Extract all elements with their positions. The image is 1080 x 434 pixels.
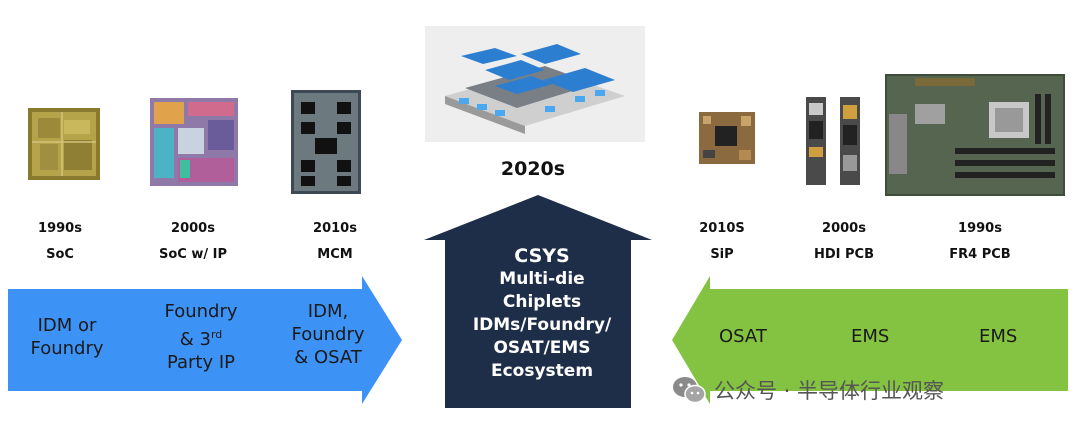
center-arrow-text: CSYS Multi-die Chiplets IDMs/Foundry/ OS… <box>447 245 637 383</box>
center-year: 2020s <box>500 158 566 180</box>
item-line: & 3rd <box>146 323 256 351</box>
center-arrow <box>424 195 652 408</box>
item-line-text: & 3 <box>179 329 211 350</box>
item-sup: rd <box>210 328 223 341</box>
item-line: Foundry <box>164 301 238 322</box>
item-line: Foundry <box>30 338 104 359</box>
era-year: 2000s <box>822 221 866 236</box>
mcm-package-image <box>291 90 361 194</box>
era-2000s-hdi-pcb: 2000s HDI PCB <box>779 216 909 268</box>
center-line: Multi-die <box>499 269 585 289</box>
era-label: SoC w/ IP <box>158 247 227 262</box>
right-arrow-item-osat: OSAT <box>719 326 767 347</box>
item-line: Foundry <box>291 324 365 345</box>
soc-die-image <box>28 108 100 180</box>
era-year: 2010s <box>313 221 357 236</box>
era-1990s-soc: 1990s SoC <box>0 216 125 268</box>
soc-ip-die-image <box>150 98 238 186</box>
era-2010s-mcm: 2010s MCM <box>270 216 400 268</box>
item-line: IDM, <box>307 301 349 322</box>
item-line: & OSAT <box>294 347 362 368</box>
item-line: IDM or <box>37 315 97 336</box>
era-label: FR4 PCB <box>949 247 1011 262</box>
era-label: SoC <box>46 247 74 262</box>
right-arrow-item-ems-2: EMS <box>979 326 1018 347</box>
wechat-icon <box>673 377 706 404</box>
center-line: IDMs/Foundry/ <box>472 315 612 335</box>
chiplet-3d-image <box>425 26 645 142</box>
hdi-pcb-image <box>806 97 860 185</box>
left-arrow-item-foundry-3rd-party: Foundry & 3rd Party IP <box>146 300 256 374</box>
era-year: 1990s <box>38 221 82 236</box>
era-2000s-soc-ip: 2000s SoC w/ IP <box>128 216 258 268</box>
left-arrow-item-idm-foundry-osat: IDM, Foundry & OSAT <box>278 300 378 369</box>
center-line: Ecosystem <box>490 361 594 381</box>
era-label: SiP <box>710 247 734 262</box>
era-2010s-sip: 2010S SiP <box>657 216 787 268</box>
center-line: CSYS <box>514 245 570 267</box>
left-arrow <box>8 276 402 404</box>
right-arrow <box>672 276 1068 404</box>
fr4-motherboard-image <box>885 74 1065 196</box>
left-arrow-item-idm-foundry: IDM or Foundry <box>17 314 117 360</box>
era-year: 2010S <box>699 221 745 236</box>
era-1990s-fr4-pcb: 1990s FR4 PCB <box>915 216 1045 268</box>
item-line: Party IP <box>166 352 236 373</box>
watermark-text: 公众号 · 半导体行业观察 <box>714 379 945 403</box>
right-arrow-item-ems-1: EMS <box>851 326 890 347</box>
sip-module-image <box>699 112 755 164</box>
watermark: 公众号 · 半导体行业观察 <box>672 375 944 405</box>
era-label: HDI PCB <box>813 247 874 262</box>
center-line: OSAT/EMS <box>493 338 591 358</box>
era-year: 2000s <box>171 221 215 236</box>
era-label: MCM <box>317 247 353 262</box>
era-year: 1990s <box>958 221 1002 236</box>
center-line: Chiplets <box>502 292 582 312</box>
